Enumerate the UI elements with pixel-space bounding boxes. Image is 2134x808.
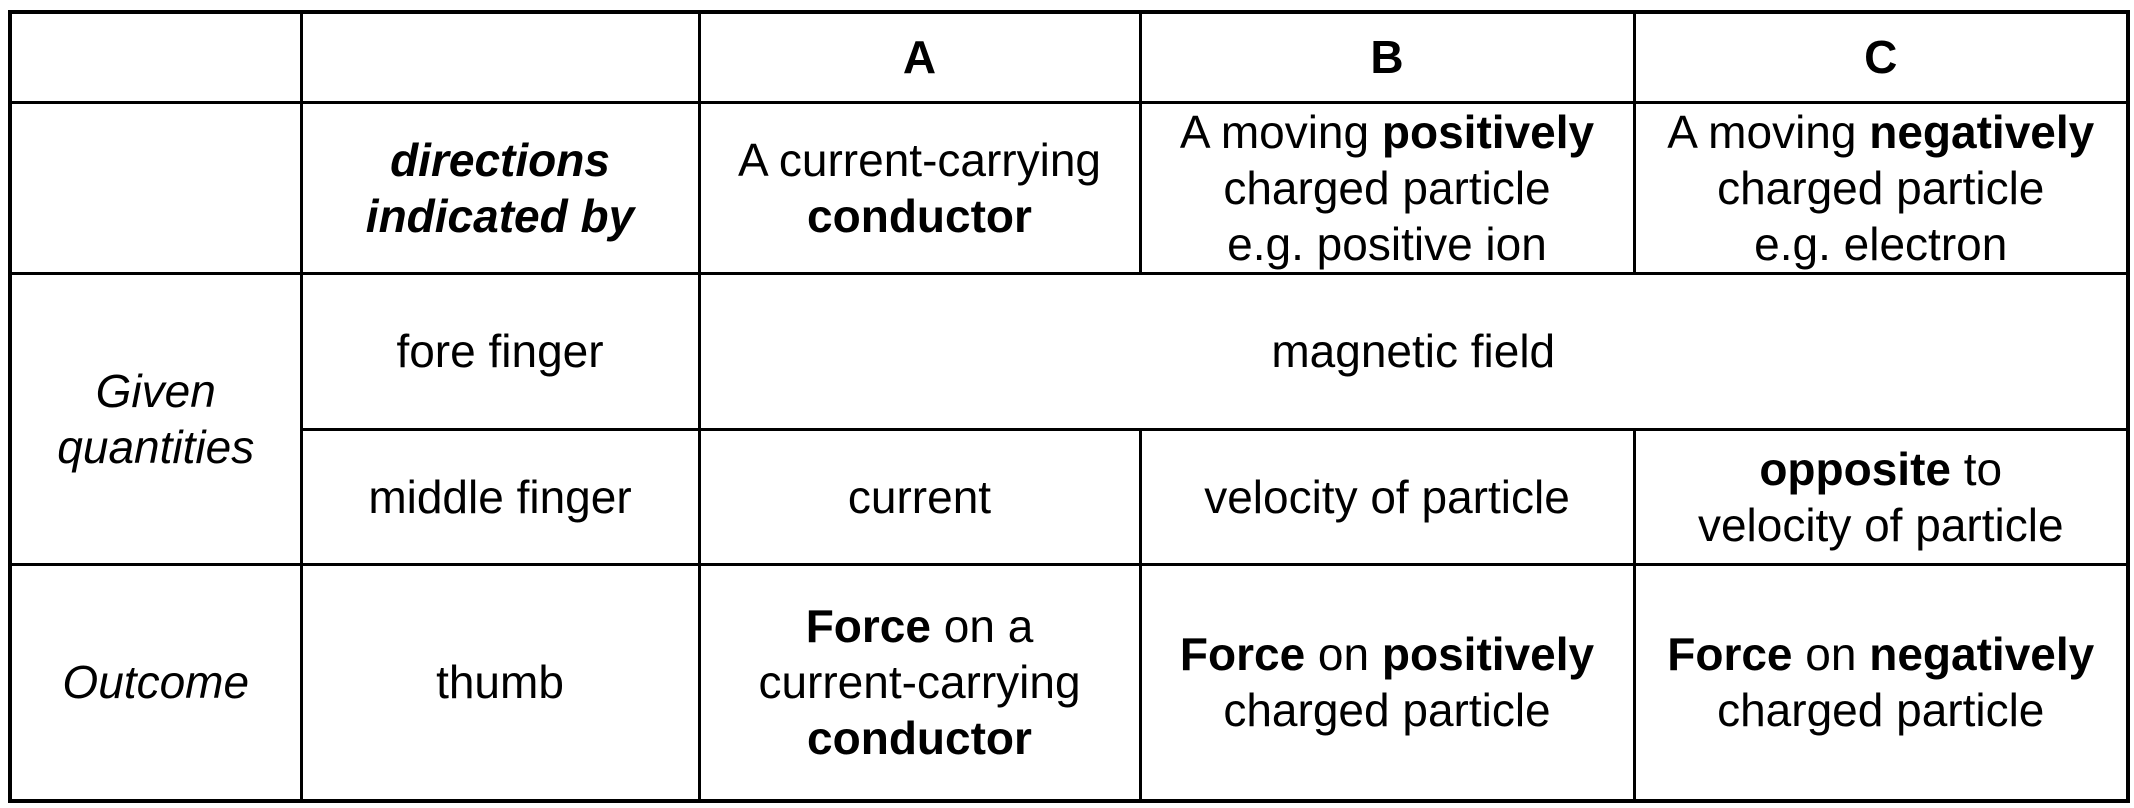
cell-corner-row1-col1 [8, 10, 303, 104]
cell-magnetic-field: magnetic field [697, 271, 2130, 431]
cell-middle-finger: middle finger [299, 427, 701, 566]
column-header-a: A [697, 10, 1142, 104]
cell-current: current [697, 427, 1142, 566]
table-row-middle-finger: middle finger current velocity of partic… [10, 427, 2130, 566]
cell-fore-finger: fore finger [299, 271, 701, 431]
cell-outcome-label: Outcome [8, 562, 303, 803]
column-header-c: C [1632, 10, 2130, 104]
cell-corner-row2-col1 [8, 100, 303, 275]
column-header-b: B [1138, 10, 1636, 104]
table-row-headers: A B C [8, 10, 2130, 104]
cell-corner-row1-col2 [299, 10, 701, 104]
cell-velocity-of-particle: velocity of particle [1138, 427, 1636, 566]
cell-thumb: thumb [299, 562, 701, 803]
